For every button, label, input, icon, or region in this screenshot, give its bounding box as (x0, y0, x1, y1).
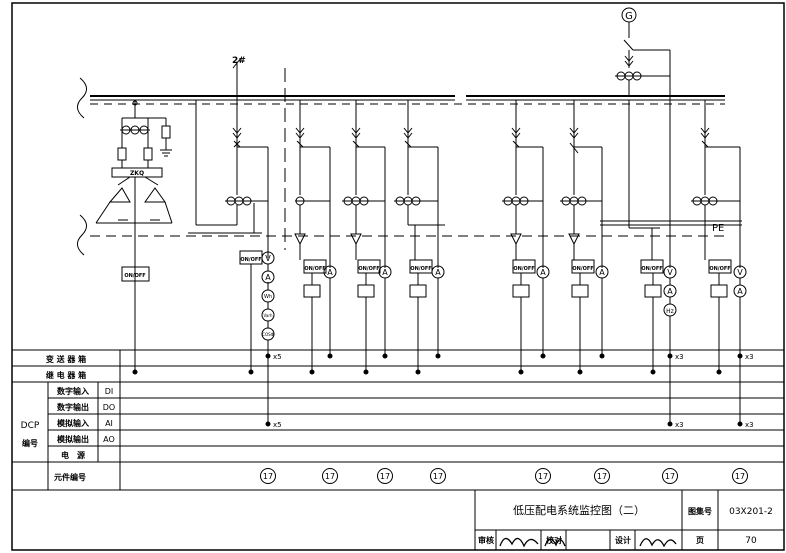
drawing-title: 低压配电系统监控图（二） (513, 503, 645, 517)
ats-label: ZKQ (130, 170, 144, 177)
element-number: 17 (433, 472, 443, 481)
feeder-4 (394, 100, 445, 375)
feeder-3 (342, 100, 392, 375)
sub-row-name: 模拟输出 (57, 434, 89, 444)
drawing-border (11, 2, 785, 551)
check-label: 校对 (546, 535, 562, 545)
sub-row-code: DO (103, 403, 115, 412)
element-number: 17 (597, 472, 607, 481)
sub-row-name: 数字输出 (57, 402, 89, 412)
busbar-label: 2# (232, 56, 246, 66)
onoff-label: ON/OFF (572, 266, 593, 272)
sub-row-code: AI (105, 419, 113, 428)
ammeter-label: A (540, 268, 546, 277)
review-label: 审核 (478, 535, 494, 545)
ats-group (95, 100, 173, 375)
feeder-7 (600, 100, 747, 427)
sub-row-name: 电 源 (61, 450, 85, 460)
dcp-label: DCP (21, 421, 40, 431)
sub-row-name: 模拟输入 (57, 418, 89, 428)
multiplier-label: x3 (745, 421, 754, 429)
page-number: 70 (745, 536, 757, 546)
sub-row-code: DI (105, 387, 114, 396)
multiplier-label: x5 (273, 353, 282, 361)
left-busbar (77, 77, 455, 119)
watthour-meter-label: Wh (264, 294, 272, 300)
element-number-circles (260, 468, 748, 484)
ammeter-label: A (265, 273, 271, 282)
generator-symbol: G (625, 11, 633, 22)
atlas-number-label: 图集号 (688, 506, 712, 516)
sub-row-name: 数字输入 (57, 386, 89, 396)
feeder-5 (502, 100, 550, 375)
onoff-label: ON/OFF (304, 266, 325, 272)
right-busbar (466, 95, 725, 101)
row-transmitter-box: 变 送 器 箱 (46, 354, 86, 364)
frequency-meter-label: Hz (666, 308, 674, 315)
multiplier-label: x3 (675, 353, 684, 361)
voltmeter-label: V (667, 268, 673, 277)
onoff-label: ON/OFF (410, 266, 431, 272)
left-break-mark (77, 214, 87, 256)
feeder-2 (294, 100, 337, 375)
dcp-table-grid (11, 349, 785, 491)
onoff-label: ON/OFF (240, 257, 261, 263)
ammeter-label: A (327, 268, 333, 277)
onoff-label: ON/OFF (358, 266, 379, 272)
voltmeter-label: V (737, 268, 743, 277)
element-number: 17 (735, 472, 745, 481)
pe-label: PE (712, 223, 724, 234)
element-number: 17 (538, 472, 548, 481)
element-number: 17 (325, 472, 335, 481)
multiplier-label: x5 (273, 421, 282, 429)
feeder-1 (188, 57, 275, 427)
feeder-6 (560, 100, 609, 375)
design-label: 设计 (615, 535, 631, 545)
sub-row-code: AO (103, 435, 115, 444)
generator-incomer (615, 7, 677, 427)
atlas-number: 03X201-2 (729, 507, 773, 517)
element-number: 17 (665, 472, 675, 481)
power-factor-meter-label: COSΦ (262, 332, 274, 337)
onoff-label: ON/OFF (124, 273, 145, 279)
page-label: 页 (696, 536, 704, 545)
signatures (499, 537, 677, 548)
multiplier-label: x3 (745, 353, 754, 361)
varhour-meter-label: Varh (264, 313, 273, 318)
multiplier-label: x3 (675, 421, 684, 429)
dcp-number-label: 编号 (22, 438, 38, 448)
element-number: 17 (263, 472, 273, 481)
onoff-label: ON/OFF (641, 266, 662, 272)
onoff-label: ON/OFF (513, 266, 534, 272)
voltmeter-label: V (265, 254, 271, 263)
ammeter-label: A (382, 268, 388, 277)
row-relay-box: 继 电 器 箱 (46, 370, 86, 380)
ammeter-label: A (435, 268, 441, 277)
title-block-grid (474, 489, 785, 551)
ammeter-label: A (737, 287, 743, 296)
onoff-label: ON/OFF (709, 266, 730, 272)
ammeter-label: A (599, 268, 605, 277)
row-element-number: 元件编号 (54, 472, 86, 482)
ammeter-label: A (667, 287, 673, 296)
element-number: 17 (380, 472, 390, 481)
